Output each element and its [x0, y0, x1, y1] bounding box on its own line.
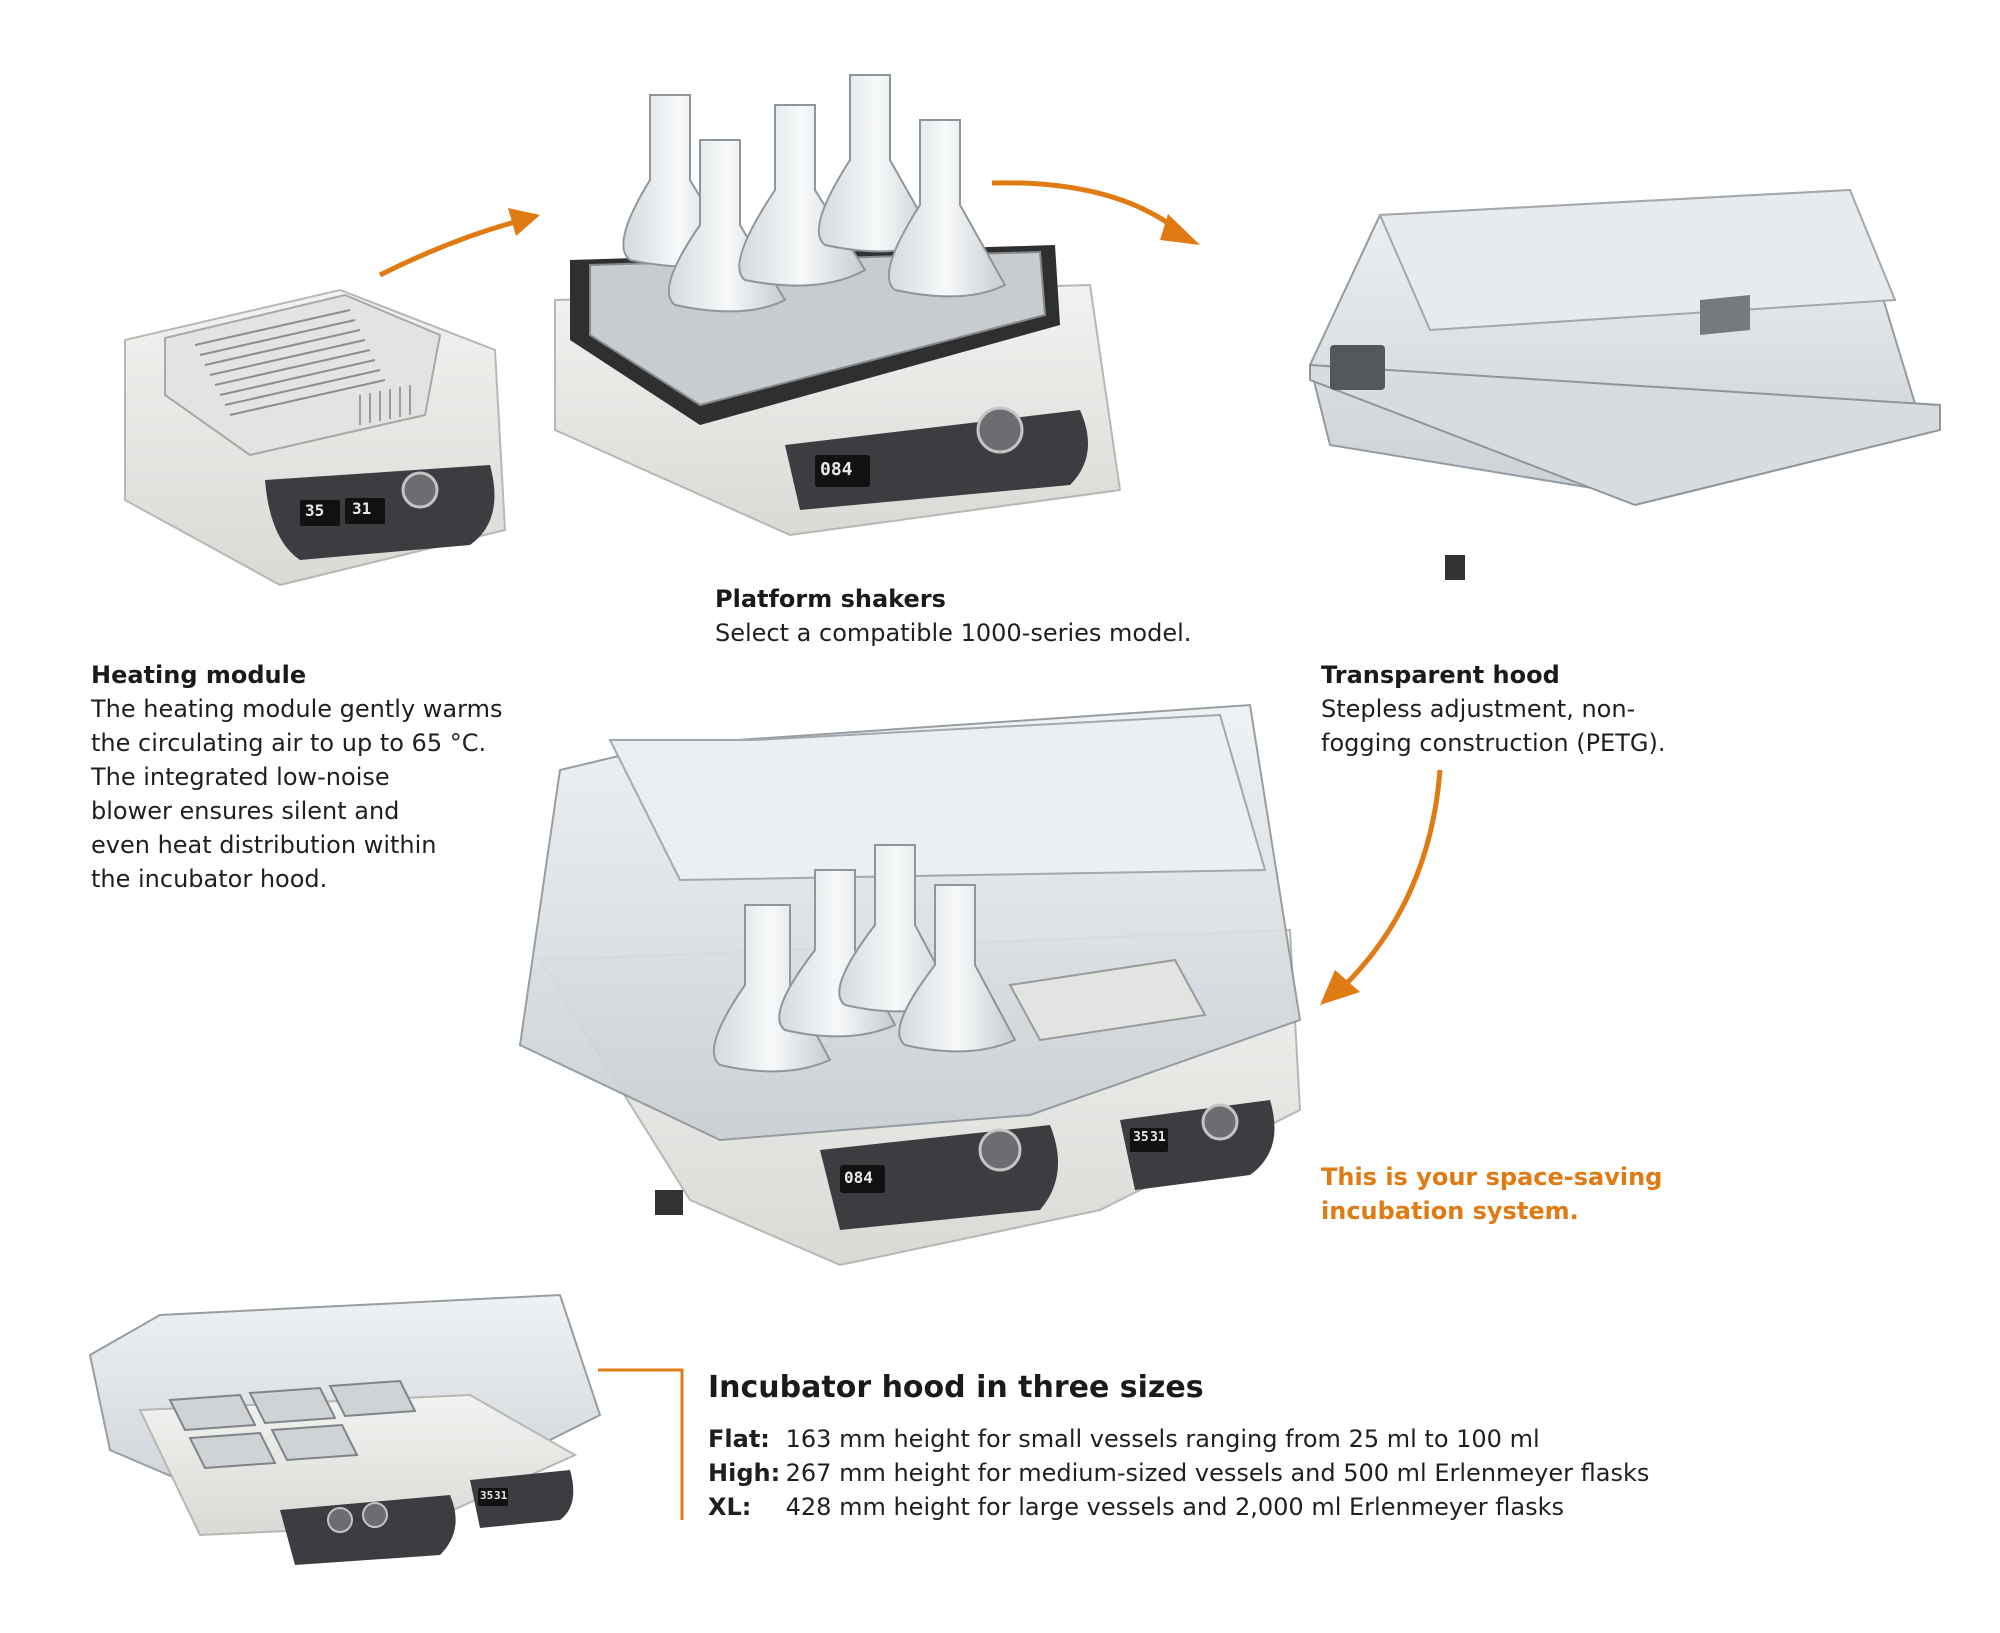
heating-line: blower ensures silent and: [91, 797, 400, 825]
system-line: incubation system.: [1321, 1197, 1579, 1225]
hood-foot: [1445, 555, 1465, 580]
platform-caption: Platform shakers Select a compatible 100…: [715, 582, 1191, 650]
small-set-display: 35: [480, 1489, 494, 1502]
arrow-heater-to-shaker: [378, 219, 516, 278]
small-actual-display: 31: [494, 1489, 508, 1502]
arrowhead-1: [508, 208, 540, 236]
sizes-title: Incubator hood in three sizes: [708, 1370, 1204, 1405]
heating-module-image: [124, 288, 507, 587]
flat-hood-system-image: [88, 1293, 602, 1565]
platform-title: Platform shakers: [715, 585, 946, 613]
sizes-section: Incubator hood in three sizes Flat: 163 …: [708, 1368, 1649, 1524]
arrow-shaker-to-hood: [991, 180, 1177, 231]
heating-line: the circulating air to up to 65 °C.: [91, 729, 487, 757]
hood-line: Stepless adjustment, non-: [1321, 695, 1636, 723]
arrowhead-3: [1320, 970, 1360, 1005]
heating-line: The integrated low-noise: [91, 763, 390, 791]
size-row-xl: XL: 428 mm height for large vessels and …: [708, 1490, 1649, 1524]
microplates: [168, 1379, 417, 1470]
size-row-high: High: 267 mm height for medium-sized ves…: [708, 1456, 1649, 1490]
combo-set-display: 35: [1133, 1130, 1149, 1145]
system-caption: This is your space-saving incubation sys…: [1321, 1160, 1662, 1228]
size-key: High:: [708, 1459, 781, 1487]
size-text: 267 mm height for medium-sized vessels a…: [785, 1459, 1650, 1487]
transparent-hood-image: [1308, 188, 1941, 580]
heating-line: even heat distribution within: [91, 831, 437, 859]
platform-shaker-image: [554, 74, 1122, 537]
platform-body: Select a compatible 1000-series model.: [715, 619, 1192, 647]
heating-line: the incubator hood.: [91, 865, 328, 893]
shaker-speed-display: 084: [820, 459, 853, 480]
heating-caption: Heating module The heating module gently…: [91, 658, 502, 896]
hood-caption: Transparent hood Stepless adjustment, no…: [1321, 658, 1665, 760]
heater-display-set: 35: [305, 501, 325, 520]
flask-group: [622, 74, 1007, 313]
size-text: 163 mm height for small vessels ranging …: [785, 1425, 1540, 1453]
size-text: 428 mm height for large vessels and 2,00…: [785, 1493, 1565, 1521]
heater-display-actual: 31: [352, 499, 372, 518]
system-flasks: [712, 844, 1017, 1073]
size-key: Flat:: [708, 1425, 770, 1453]
hood-line: fogging construction (PETG).: [1321, 729, 1666, 757]
system-line: This is your space-saving: [1321, 1163, 1663, 1191]
combo-actual-display: 31: [1150, 1130, 1166, 1145]
incubation-system-image: [518, 703, 1302, 1267]
size-key: XL:: [708, 1493, 752, 1521]
sizes-bracket: [598, 1368, 684, 1520]
heating-line: The heating module gently warms: [91, 695, 503, 723]
hood-title: Transparent hood: [1321, 661, 1560, 689]
arrow-hood-to-system: [1343, 769, 1443, 987]
heating-title: Heating module: [91, 661, 307, 689]
size-row-flat: Flat: 163 mm height for small vessels ra…: [708, 1422, 1649, 1456]
combo-speed-display: 084: [844, 1168, 873, 1187]
arrowhead-2: [1160, 214, 1200, 245]
